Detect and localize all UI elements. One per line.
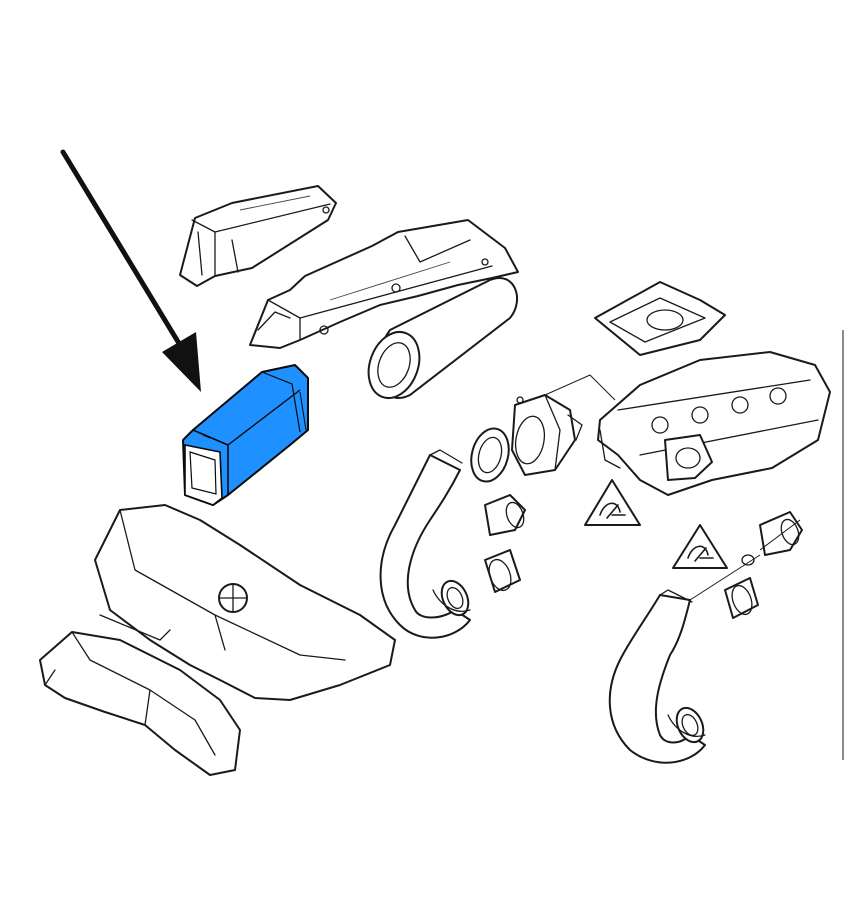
upper-intake-snorkel — [179, 185, 337, 287]
intake-manifold-cover — [94, 504, 396, 701]
throttle-body — [511, 394, 583, 476]
charge-air-hose-middle — [379, 449, 471, 639]
air-filter-element — [367, 277, 519, 399]
hose-connector-lower — [484, 549, 521, 593]
hose-connector-right-upper — [759, 511, 803, 556]
air-intake-duct-highlighted — [182, 364, 309, 506]
lower-air-duct — [39, 631, 241, 776]
warning-triangle-icon — [672, 524, 728, 569]
warning-triangle-icon — [584, 479, 641, 526]
valve-cover-bracket — [594, 281, 726, 356]
pointer-arrow-icon — [60, 149, 201, 392]
charge-air-hose-right — [608, 589, 706, 764]
hose-connector-right-lower — [724, 577, 759, 619]
clip-ring — [741, 554, 755, 566]
sealing-ring — [470, 427, 510, 483]
filter-housing-cover — [249, 219, 519, 349]
hose-connector-upper — [484, 494, 526, 536]
valve-cover — [597, 351, 831, 496]
